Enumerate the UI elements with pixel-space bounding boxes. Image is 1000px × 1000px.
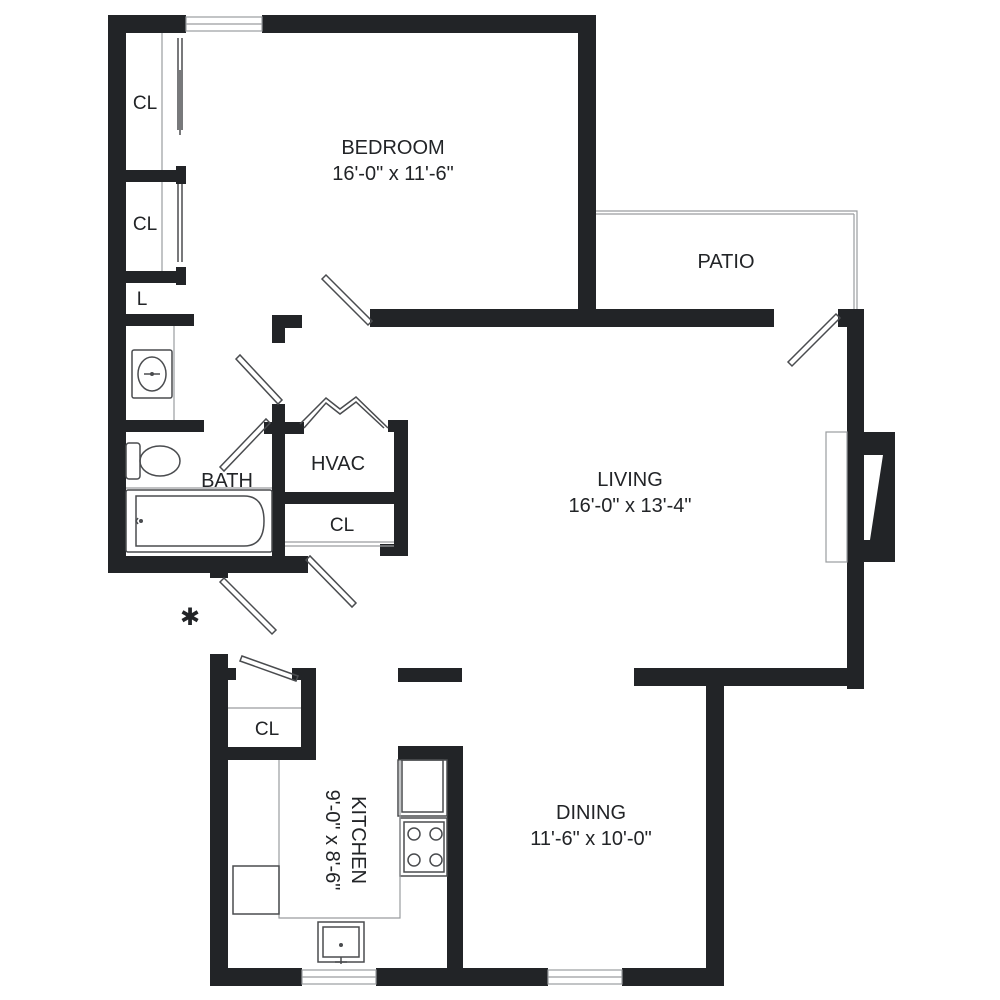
wall-stub-d	[176, 267, 186, 285]
patio-outline	[596, 210, 858, 309]
windows	[185, 16, 848, 985]
wall-wing-bottom	[108, 556, 308, 573]
wall-left-outer	[108, 15, 126, 573]
wall-bath-top	[126, 420, 204, 432]
living-name: LIVING	[597, 469, 663, 491]
wall-closet-div-2	[126, 271, 186, 283]
wall-top-left	[108, 15, 186, 33]
wall-hvac-bottom	[272, 492, 402, 504]
wall-kcloset-right	[301, 668, 316, 760]
wall-hvac-right	[394, 420, 408, 556]
door-hvac-bifold	[303, 401, 385, 429]
closet-label-3: CL	[330, 515, 354, 536]
kitchen-name: KITCHEN	[347, 796, 369, 884]
door-bedroom	[320, 273, 374, 327]
wall-bedroom-bottom	[370, 309, 774, 327]
wall-stub-e	[210, 568, 228, 578]
stove	[399, 817, 448, 877]
bath-name: BATH	[201, 470, 253, 492]
walls	[108, 15, 895, 986]
living-dims: 16'-0" x 13'-4"	[568, 495, 691, 517]
fireplace	[847, 432, 895, 562]
wall-top-right	[262, 15, 596, 33]
doors	[177, 38, 842, 682]
wall-partition-mid	[398, 668, 462, 682]
kitchen-counters	[278, 760, 401, 919]
wall-stub-b	[272, 315, 285, 343]
wall-kcloset-top	[292, 668, 316, 680]
wall-hvac-top-left	[264, 422, 304, 434]
wall-bottom-left	[210, 968, 302, 986]
bedroom-name: BEDROOM	[341, 137, 444, 159]
wall-kitchen-left	[210, 654, 228, 986]
closet-label-1: CL	[133, 93, 157, 114]
door-bath	[234, 353, 284, 406]
kitchen-sink	[317, 921, 365, 964]
refrigerator	[397, 759, 448, 817]
door-kitchen-closet	[239, 655, 299, 682]
bath-sink	[131, 349, 173, 399]
labels: BEDROOM 16'-0" x 11'-6" PATIO LIVING 16'…	[133, 93, 755, 890]
wall-bedroom-right	[578, 15, 596, 327]
fixtures	[125, 349, 448, 964]
wall-bottom-right	[622, 968, 724, 986]
hvac-name: HVAC	[311, 453, 365, 475]
dining-dims: 11'-6" x 10'-0"	[530, 828, 652, 850]
wall-kitchen-right-top	[398, 746, 463, 760]
kitchen-dims: 9'-0" x 8'-6"	[321, 790, 343, 891]
bathtub	[125, 489, 273, 553]
linen-label: L	[137, 289, 148, 310]
dishwasher	[232, 865, 280, 915]
toilet	[125, 442, 181, 480]
wall-bath-right	[272, 404, 285, 564]
wall-dining-right	[706, 668, 724, 986]
wall-living-bottom-right	[634, 668, 864, 686]
door-closet-cl	[304, 554, 358, 609]
wall-stub-c	[176, 166, 186, 184]
dining-name: DINING	[556, 802, 626, 824]
wall-kcloset-bottom	[228, 747, 316, 760]
wall-closet-div-1	[126, 170, 186, 182]
closet-lines	[126, 33, 394, 709]
closet-label-4: CL	[255, 719, 279, 740]
bedroom-dims: 16'-0" x 11'-6"	[332, 163, 454, 185]
entry-mark-icon: ✱	[180, 604, 200, 631]
door-bath-lower	[218, 417, 272, 473]
wall-kitchen-right	[447, 746, 463, 986]
wall-living-right	[847, 309, 864, 689]
wall-kitchen-top-stub	[210, 668, 236, 680]
wall-linen-bottom	[126, 314, 194, 326]
door-entry	[218, 576, 278, 636]
closet-label-2: CL	[133, 214, 157, 235]
patio-name: PATIO	[697, 251, 754, 273]
wall-cl-bottom-stub	[380, 544, 408, 556]
fireplace-hearth	[825, 431, 848, 563]
door-patio	[786, 312, 842, 368]
